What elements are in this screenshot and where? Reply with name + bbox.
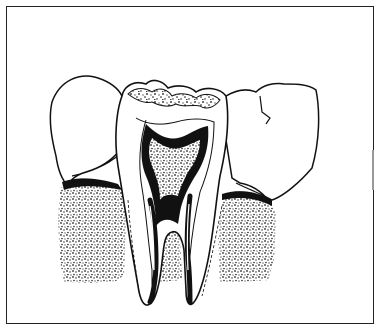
alveolar-bone-right: [218, 195, 276, 282]
left-neighbor-tooth: [50, 76, 122, 186]
right-neighbor-tooth: [226, 83, 319, 200]
alveolar-bone-left: [58, 183, 126, 284]
scan-artifact: [372, 150, 374, 190]
